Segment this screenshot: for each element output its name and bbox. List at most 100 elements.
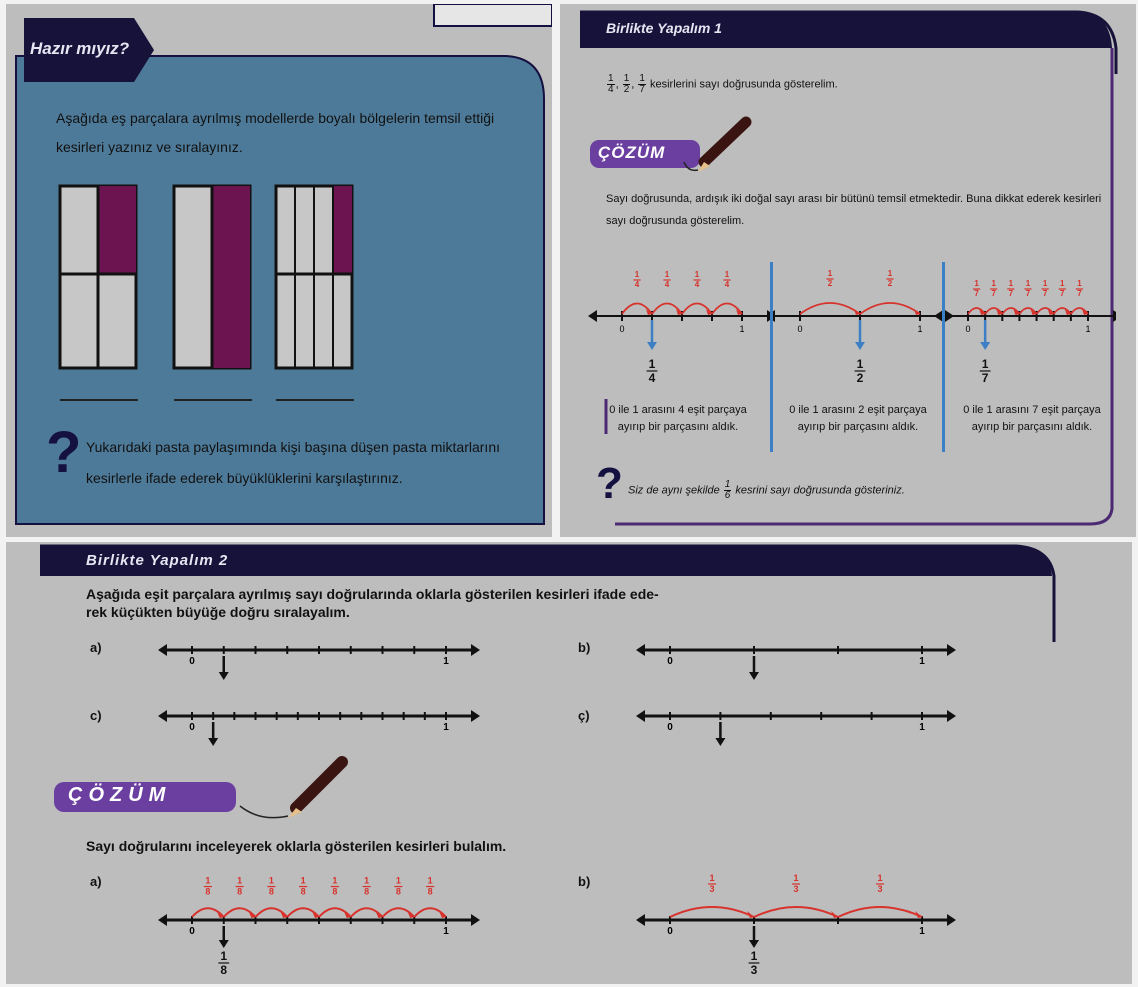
tick-label-one: 1 <box>739 324 744 334</box>
axis-arrow-left <box>158 644 167 656</box>
arc-fraction-num: 1 <box>269 876 274 886</box>
tick-label-zero: 0 <box>965 324 970 334</box>
axis-arrow-left <box>158 710 167 722</box>
arc-fraction-den: 8 <box>364 887 369 897</box>
answer-fraction-num: 1 <box>220 949 227 963</box>
jump-arrowhead <box>1030 309 1037 315</box>
solution-label-a: a) <box>90 874 102 889</box>
jump-arrowhead <box>1047 309 1054 315</box>
tick-label-zero: 0 <box>189 926 195 937</box>
jump-arc <box>859 302 921 315</box>
answer-blank-2[interactable] <box>174 399 252 401</box>
question-mark-icon: ? <box>596 459 623 508</box>
jump-arrowhead <box>312 911 319 918</box>
separator <box>770 262 773 452</box>
answer-blank-3[interactable] <box>276 399 354 401</box>
arc-fraction-den: 7 <box>991 289 996 298</box>
instruction-line-1: Aşağıda eşit parçalara ayrılmış sayı doğ… <box>86 586 659 602</box>
jump-arc <box>413 907 447 918</box>
jump-arc <box>651 302 683 315</box>
answer-fraction-den: 8 <box>220 963 227 977</box>
jump-arc <box>753 906 839 918</box>
jump-arc <box>1070 307 1089 315</box>
tick-label-one: 1 <box>917 324 922 334</box>
jump-arc <box>967 307 986 315</box>
tick-label-one: 1 <box>1085 324 1090 334</box>
answer-blank-1[interactable] <box>60 399 138 401</box>
banner-title: Birlikte Yapalım 2 <box>86 552 229 569</box>
tick-label-one: 1 <box>919 722 925 733</box>
arc-fraction-num: 1 <box>888 269 893 278</box>
answer-fraction-num: 1 <box>649 357 656 371</box>
arc-fraction-num: 1 <box>1009 279 1014 288</box>
axis-arrow-left <box>934 310 943 322</box>
arc-fraction-num: 1 <box>364 876 369 886</box>
cozum-logo: ÇÖZÜM <box>586 112 756 183</box>
fraction-model-eighths <box>274 184 354 370</box>
fraction-model-quarters <box>58 184 138 370</box>
arc-fraction-num: 1 <box>1077 279 1082 288</box>
jump-arrowhead <box>280 911 288 918</box>
down-arrowhead <box>218 672 229 680</box>
arc-fraction-den: 4 <box>725 280 730 289</box>
label-b: b) <box>578 640 591 655</box>
down-arrowhead <box>749 940 759 948</box>
arc-fraction-den: 7 <box>1043 289 1048 298</box>
jump-arc <box>837 906 923 918</box>
arc-fraction-den: 3 <box>877 884 882 894</box>
tick-label-zero: 0 <box>667 656 673 667</box>
down-arrowhead <box>218 940 229 948</box>
down-arrowhead <box>715 738 726 746</box>
tick-label-zero: 0 <box>189 722 195 733</box>
jump-arc <box>1001 307 1021 315</box>
answer-fraction-num: 1 <box>982 357 989 371</box>
axis-arrow-right <box>471 914 480 926</box>
arc-fraction-den: 2 <box>828 279 833 288</box>
cozum-logo: ÇÖZÜM <box>50 750 350 825</box>
arc-fraction-num: 1 <box>793 873 798 883</box>
jump-arrowhead <box>747 911 754 918</box>
tick-label-one: 1 <box>443 926 449 937</box>
jump-arrowhead <box>343 911 351 918</box>
arc-fraction-den: 7 <box>1060 289 1065 298</box>
arc-fraction-num: 1 <box>828 269 833 278</box>
arc-fraction-num: 1 <box>237 876 242 886</box>
solution-text: Sayı doğrularını inceleyerek oklarla gös… <box>86 838 507 854</box>
axis-arrow-right <box>947 710 956 722</box>
down-arrowhead <box>208 738 219 746</box>
arc-fraction-den: 8 <box>332 887 337 897</box>
intro-text: kesirlerini sayı doğrusunda gösterelim. <box>650 78 838 91</box>
jump-arrowhead <box>915 911 922 918</box>
arc-fraction-num: 1 <box>1060 279 1065 288</box>
arc-fraction-den: 4 <box>695 280 700 289</box>
axis-arrow-left <box>588 310 597 322</box>
banner-title: Hazır mıyız? <box>30 39 130 58</box>
answer-fraction-den: 2 <box>857 371 864 385</box>
jump-arrowhead <box>216 911 224 918</box>
arc-fraction-num: 1 <box>1043 279 1048 288</box>
jump-arc <box>318 907 352 918</box>
jump-arc <box>1052 307 1072 315</box>
pencil-icon <box>54 756 348 819</box>
jump-arc <box>799 302 861 315</box>
arc-fraction-num: 1 <box>1026 279 1031 288</box>
arc-fraction-num: 1 <box>991 279 996 288</box>
arc-fraction-num: 1 <box>665 270 670 279</box>
jump-arrowhead <box>706 309 712 315</box>
panel-frame <box>40 544 1056 642</box>
fraction-model-halves <box>172 184 252 370</box>
label-c: c) <box>90 708 102 723</box>
cozum-label: ÇÖZÜM <box>68 784 172 806</box>
axis-arrow-left <box>158 914 167 926</box>
jump-arrowhead <box>736 309 742 315</box>
tick-label-one: 1 <box>919 926 925 937</box>
